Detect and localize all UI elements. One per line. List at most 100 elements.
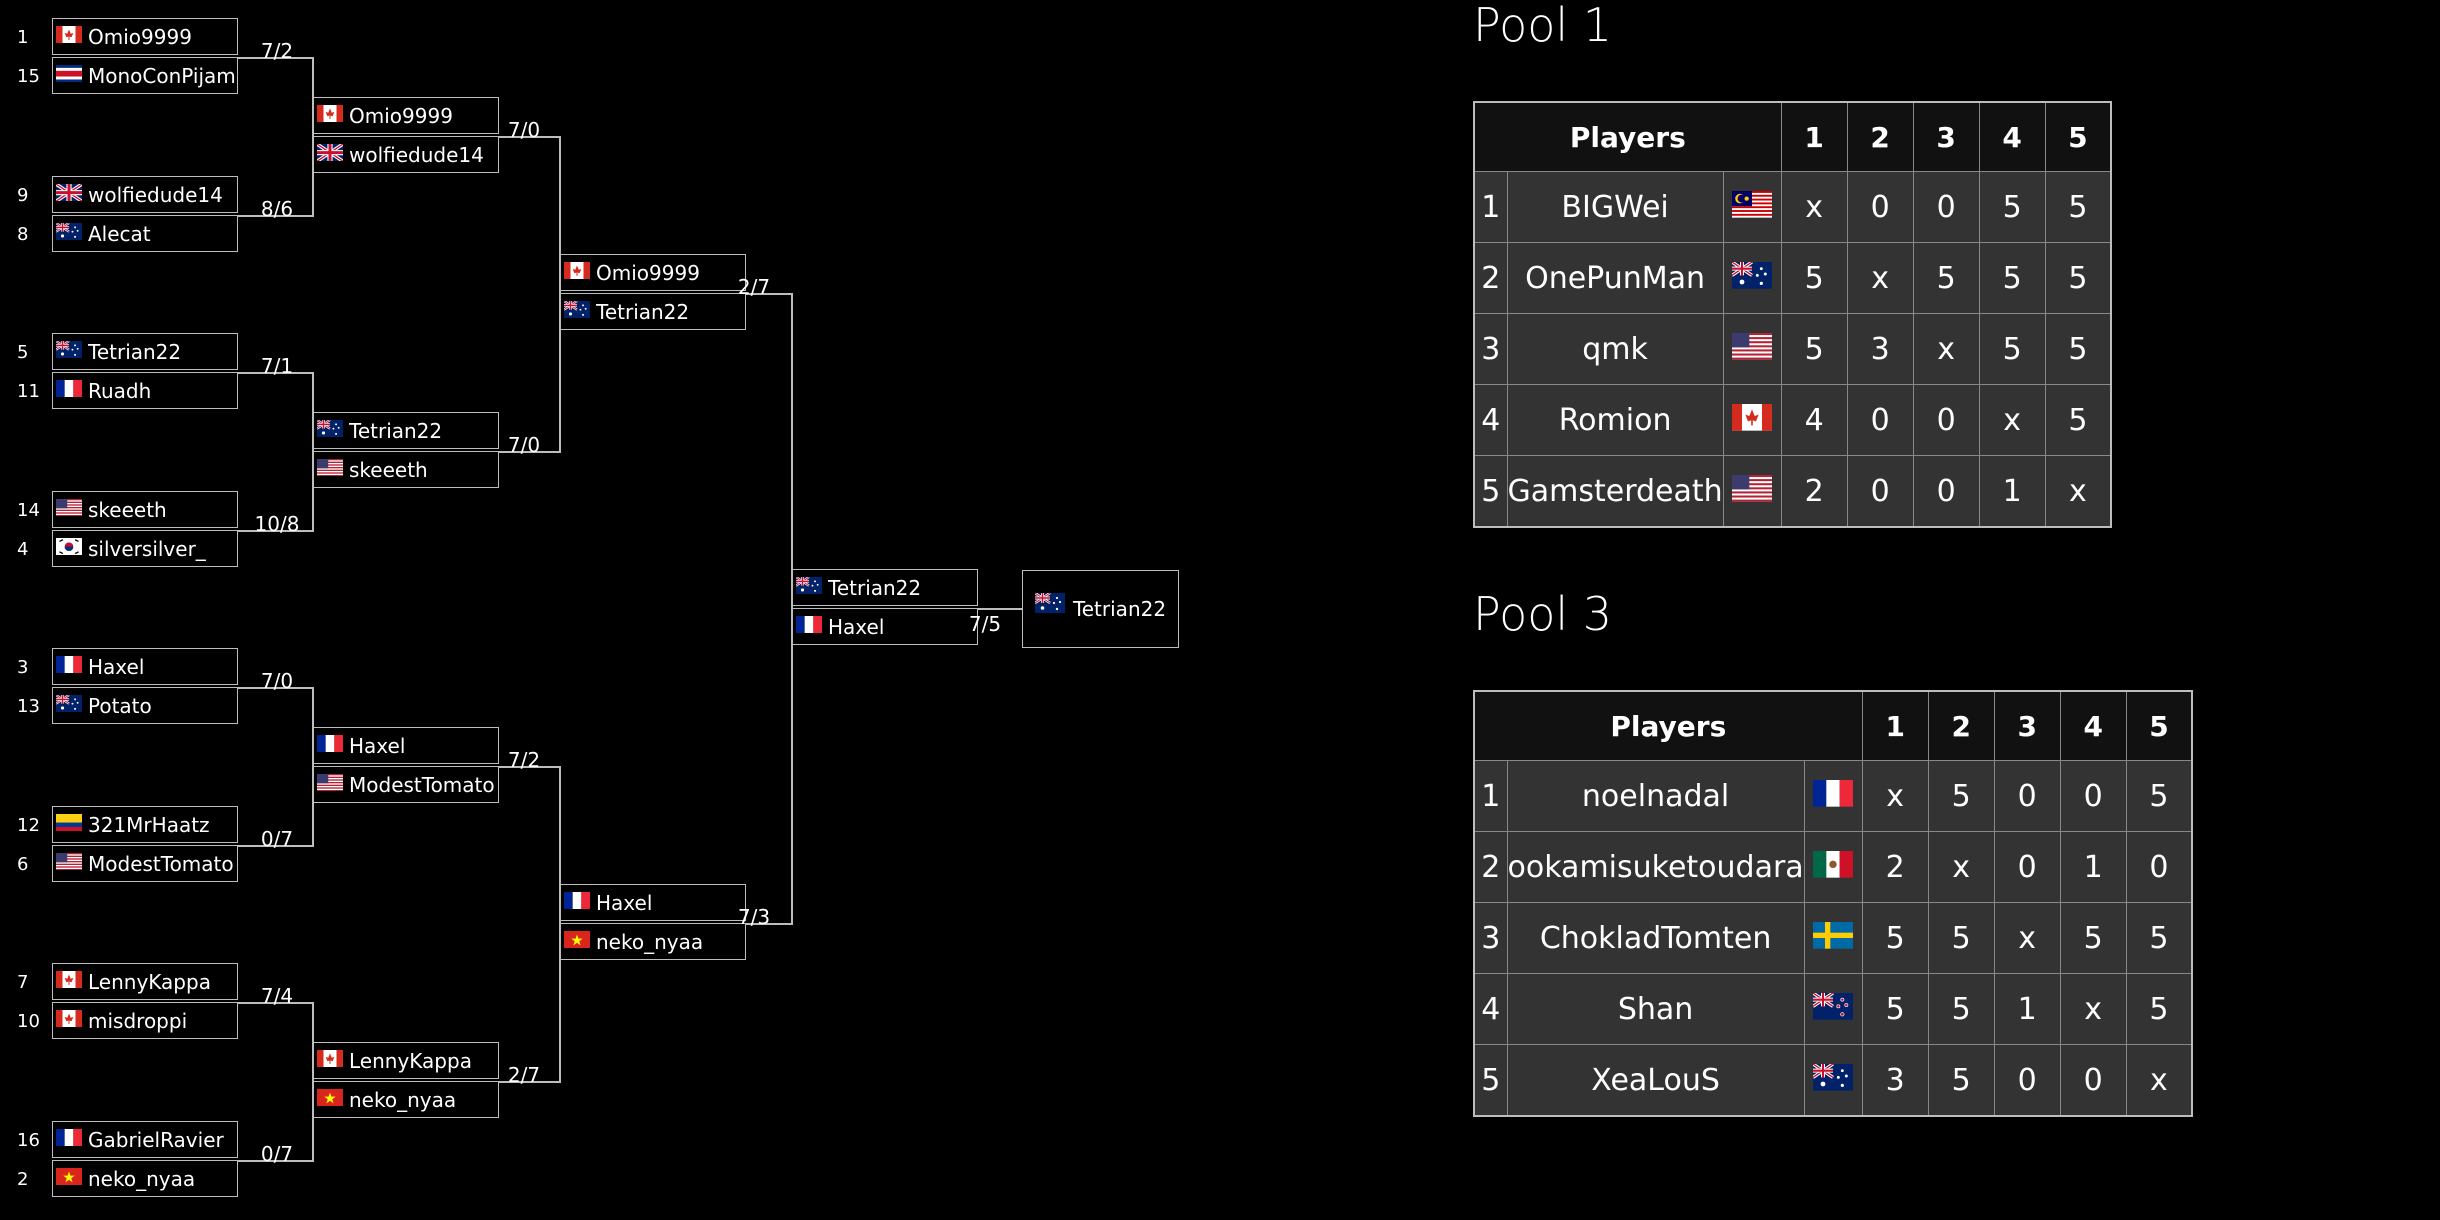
player-name: ModestTomato — [349, 772, 495, 797]
seed-number: 8 — [17, 224, 29, 245]
match-result: x — [2044, 455, 2112, 528]
champion-name: Tetrian22 — [1072, 597, 1167, 621]
bracket-slot: wolfiedude14 — [313, 136, 499, 173]
match-result: 5 — [2125, 973, 2193, 1045]
match-result: 5 — [1780, 242, 1848, 314]
bracket-slot: ModestTomato — [52, 845, 238, 882]
match-result: 4 — [1780, 384, 1848, 456]
match-result: 5 — [2125, 760, 2193, 832]
player-flag — [1803, 973, 1863, 1045]
bracket-connector — [312, 1002, 314, 1081]
seed-number: 2 — [17, 1169, 29, 1190]
seed-number: 10 — [17, 1011, 40, 1032]
match-result: 5 — [1927, 902, 1995, 974]
match-score: 2/7 — [737, 275, 771, 299]
france-flag-icon — [56, 378, 82, 397]
player-name: silversilver_ — [88, 536, 206, 561]
opponent-column-header: 2 — [1927, 690, 1995, 761]
bracket-slot: neko_nyaa — [52, 1160, 238, 1197]
match-score: 0/7 — [260, 1142, 294, 1166]
bracket-slot: skeeeth — [52, 491, 238, 528]
player-name: skeeeth — [88, 497, 167, 522]
seed-number: 12 — [17, 815, 40, 836]
bracket-connector — [791, 293, 793, 608]
bracket-connector — [559, 766, 561, 923]
player-flag — [1803, 1044, 1863, 1117]
canada-flag-icon — [564, 260, 590, 279]
bracket-connector — [238, 372, 312, 374]
canada-flag-icon — [317, 103, 343, 122]
bracket-connector — [559, 923, 561, 1083]
bracket-slot: neko_nyaa — [313, 1081, 499, 1118]
seed-number: 14 — [17, 500, 40, 521]
bracket-connector — [312, 1081, 314, 1162]
australia-flag-icon — [1034, 591, 1065, 613]
match-result: 0 — [1912, 171, 1980, 243]
bracket-connector — [312, 766, 314, 847]
canada-flag-icon — [317, 1048, 343, 1067]
match-result: 5 — [2044, 313, 2112, 385]
bracket-slot: silversilver_ — [52, 530, 238, 567]
usa-flag-icon — [1732, 333, 1773, 360]
match-score: 7/0 — [507, 433, 541, 457]
champion-box: Tetrian22 — [1022, 570, 1179, 648]
player-rank: 5 — [1473, 1044, 1508, 1117]
seed-number: 9 — [17, 185, 29, 206]
match-score: 7/1 — [260, 354, 294, 378]
match-score: 7/2 — [507, 748, 541, 772]
bracket-slot: Haxel — [52, 648, 238, 685]
player-name: neko_nyaa — [349, 1087, 457, 1112]
player-rank: 4 — [1473, 384, 1508, 456]
colombia-flag-icon — [56, 812, 82, 831]
match-result: x — [2059, 973, 2127, 1045]
bracket-slot: neko_nyaa — [560, 923, 746, 960]
bracket-slot: GabrielRavier — [52, 1121, 238, 1158]
player-name: OnePunMan — [1506, 242, 1724, 314]
player-flag — [1722, 242, 1782, 314]
player-name: Tetrian22 — [828, 575, 922, 600]
australia-flag-icon — [55, 693, 82, 712]
player-name: Ruadh — [88, 378, 152, 403]
match-result: x — [1978, 384, 2046, 456]
vietnam-flag-icon — [564, 929, 590, 948]
bracket-slot: Omio9999 — [52, 18, 238, 55]
match-result: 5 — [1861, 973, 1929, 1045]
bracket-slot: 321MrHaatz — [52, 806, 238, 843]
player-name: Omio9999 — [596, 260, 700, 285]
new-zealand-flag-icon — [1812, 991, 1854, 1020]
bracket-slot: ModestTomato — [313, 766, 499, 803]
bracket-slot: Haxel — [560, 884, 746, 921]
player-name: XeaLouS — [1506, 1044, 1805, 1117]
match-result: 1 — [2059, 831, 2127, 903]
bracket-connector — [559, 136, 561, 293]
bracket-connector — [238, 1002, 312, 1004]
opponent-column-header: 1 — [1861, 690, 1929, 761]
match-result: 5 — [1927, 973, 1995, 1045]
bracket-connector — [499, 451, 559, 453]
match-result: 0 — [1993, 831, 2061, 903]
bracket-slot: Tetrian22 — [313, 412, 499, 449]
pool-3-title: Pool 3 — [1473, 587, 1613, 641]
match-result: 5 — [1927, 760, 1995, 832]
bracket-connector — [238, 845, 312, 847]
match-result: 0 — [1993, 760, 2061, 832]
seed-number: 5 — [17, 342, 29, 363]
player-name: wolfiedude14 — [349, 142, 484, 167]
match-result: 0 — [1912, 384, 1980, 456]
match-result: x — [2125, 1044, 2193, 1117]
seed-number: 11 — [17, 381, 40, 402]
opponent-column-header: 1 — [1780, 101, 1848, 172]
player-name: Haxel — [88, 654, 145, 679]
match-score: 7/0 — [507, 118, 541, 142]
bracket-slot: Tetrian22 — [792, 569, 978, 606]
france-flag-icon — [796, 614, 822, 633]
player-flag — [1722, 171, 1782, 243]
player-name: BIGWei — [1506, 171, 1724, 243]
player-name: Omio9999 — [349, 103, 453, 128]
